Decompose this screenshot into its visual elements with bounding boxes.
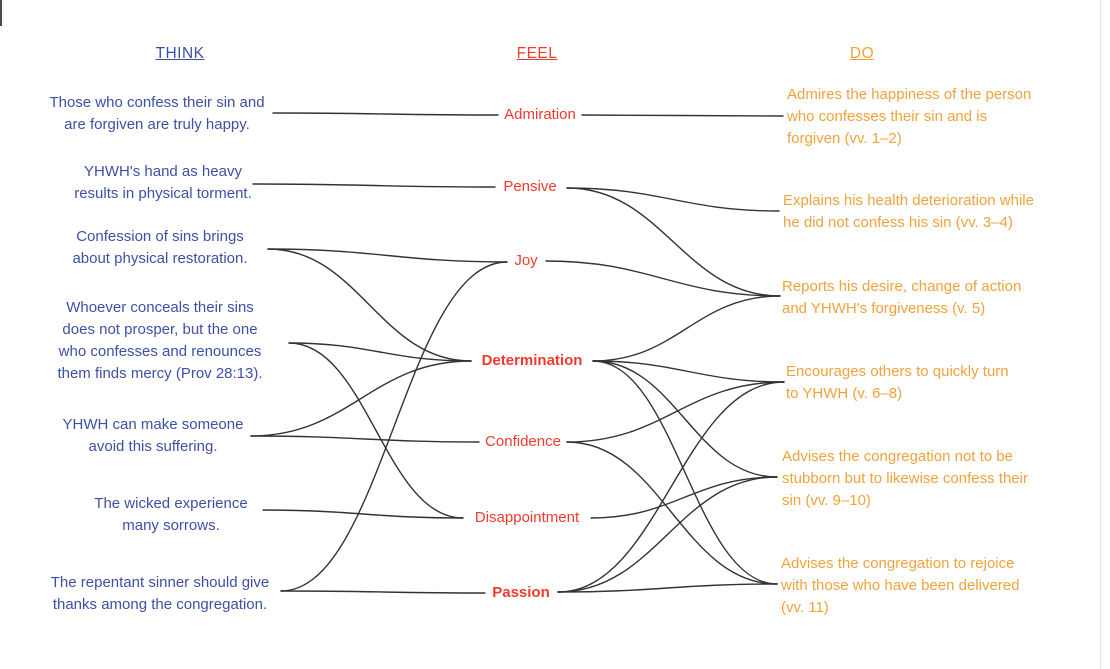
edge-f1-d1 (566, 187, 780, 212)
edge-f6-d4 (557, 476, 778, 593)
think-item-t1: YHWH's hand as heavy results in physical… (74, 163, 252, 202)
think-item-t5: The wicked experience many sorrows. (94, 495, 248, 534)
feel-item-f6: Passion (489, 582, 553, 604)
edge-f6-d5 (557, 583, 778, 593)
edge-t4-f4 (250, 435, 480, 443)
column-header-feel: FEEL (516, 45, 558, 62)
edge-t1-f1 (252, 183, 496, 188)
edge-t2-f2 (267, 248, 508, 263)
edge-t3-f5 (288, 342, 464, 519)
do-item-d5: Advises the congregation to rejoice with… (781, 555, 1020, 616)
do-item-d3: Encourages others to quickly turn to YHW… (786, 363, 1009, 402)
edge-f6-d3 (557, 381, 785, 593)
edge-f3-d4 (592, 360, 778, 478)
do-item-d1: Explains his health deterioration while … (783, 192, 1034, 231)
edge-t6-f2 (280, 261, 508, 592)
do-item-d0: Admires the happiness of the person who … (787, 86, 1032, 147)
column-header-do: DO (849, 45, 875, 62)
feel-item-f5: Disappointment (471, 507, 583, 529)
feel-item-f0: Admiration (501, 104, 579, 126)
feel-item-f1: Pensive (500, 176, 560, 198)
think-item-t6: The repentant sinner should give thanks … (50, 574, 270, 613)
edge-f1-d2 (566, 187, 781, 297)
edge-f5-d4 (590, 476, 778, 519)
edge-f3-d5 (592, 360, 778, 585)
edge-t6-f6 (280, 590, 486, 594)
edge-t0-f0 (272, 112, 499, 116)
edge-f3-d2 (592, 295, 781, 362)
feel-item-f4: Confidence (482, 431, 564, 453)
edge-t5-f5 (262, 509, 464, 519)
think-item-t2: Confession of sins brings about physical… (72, 228, 248, 267)
column-header-think: THINK (155, 45, 205, 62)
edge-t4-f3 (250, 360, 472, 437)
feel-item-f3: Determination (478, 350, 586, 372)
think-item-t0: Those who confess their sin and are forg… (49, 94, 265, 133)
edge-t3-f3 (288, 342, 472, 362)
do-item-d4: Advises the congregation not to be stubb… (782, 448, 1028, 509)
edge-f2-d2 (545, 260, 781, 297)
edge-f4-d5 (566, 441, 778, 585)
edge-f3-d3 (592, 360, 785, 383)
edge-t2-f3 (267, 248, 472, 362)
edge-f0-d0 (581, 114, 784, 117)
think-item-t3: Whoever conceals their sins does not pro… (57, 299, 263, 382)
edge-f4-d3 (566, 381, 785, 443)
page-right-edge (1100, 0, 1101, 669)
think-item-t4: YHWH can make someone avoid this sufferi… (62, 416, 244, 455)
page-corner-mark (0, 0, 2, 26)
do-item-d2: Reports his desire, change of action and… (782, 278, 1022, 317)
feel-item-f2: Joy (511, 250, 541, 272)
